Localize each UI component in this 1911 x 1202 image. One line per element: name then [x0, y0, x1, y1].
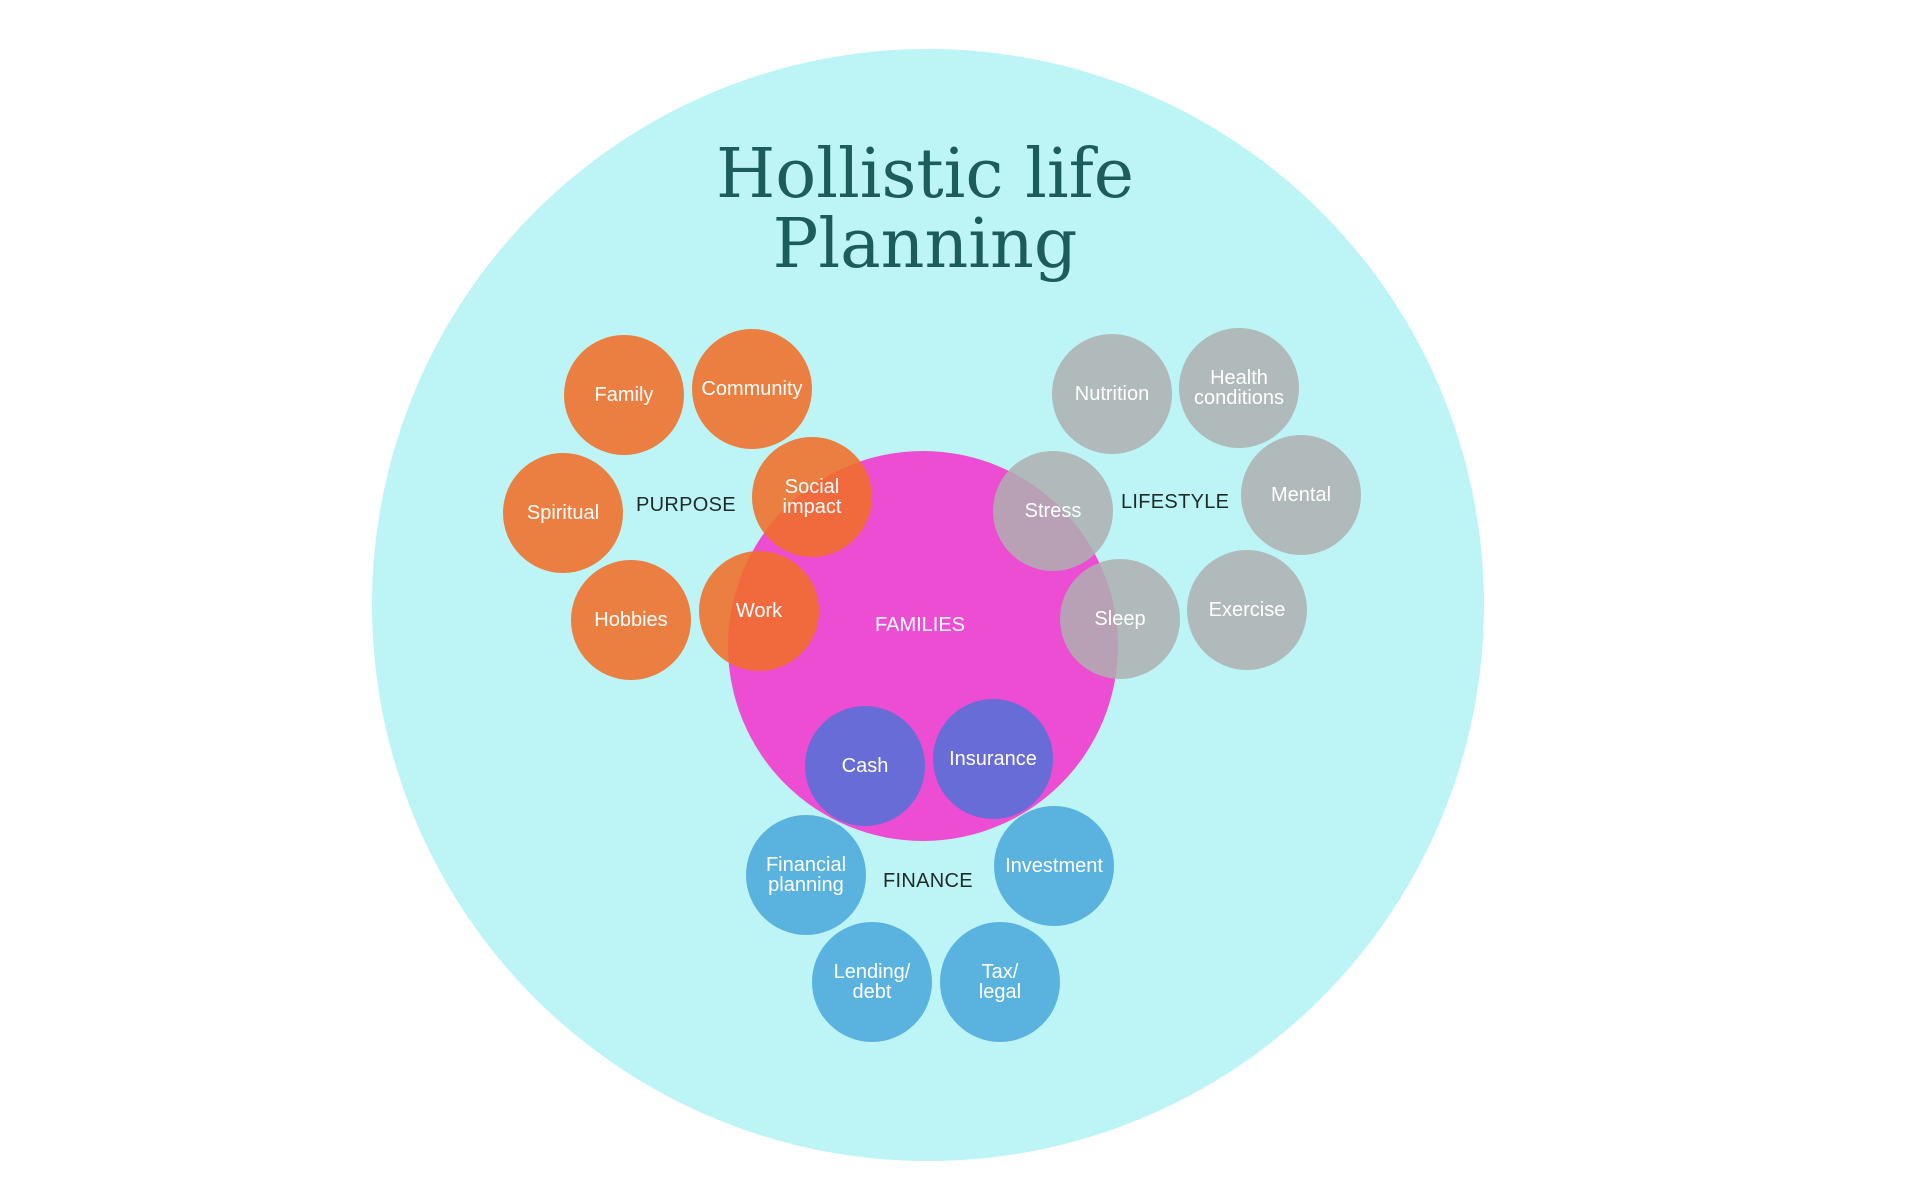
finance-label: FINANCE [883, 870, 973, 892]
bubble-cash: Cash [805, 706, 925, 826]
bubble-health-conditions: Health conditions [1179, 328, 1299, 448]
bubble-spiritual: Spiritual [503, 453, 623, 573]
bubble-tax-legal: Tax/ legal [940, 922, 1060, 1042]
lifestyle-label: LIFESTYLE [1121, 491, 1230, 513]
title-line-2: Planning [772, 205, 1078, 284]
bubble-nutrition: Nutrition [1052, 334, 1172, 454]
bubble-lending-debt: Lending/ debt [812, 922, 932, 1042]
bubble-insurance: Insurance [933, 699, 1053, 819]
families-label: FAMILIES [874, 614, 966, 636]
bubble-sleep: Sleep [1060, 559, 1180, 679]
bubble-stress: Stress [993, 451, 1113, 571]
bubble-mental: Mental [1241, 435, 1361, 555]
bubble-social-impact: Social impact [752, 437, 872, 557]
bubble-financial-planning: Financial planning [746, 815, 866, 935]
bubble-work: Work [699, 551, 819, 671]
diagram-title: Hollistic life Planning [640, 140, 1210, 280]
title-line-1: Hollistic life [715, 135, 1135, 214]
bubble-investment: Investment [994, 806, 1114, 926]
bubble-community: Community [692, 329, 812, 449]
bubble-family: Family [564, 335, 684, 455]
bubble-hobbies: Hobbies [571, 560, 691, 680]
purpose-label: PURPOSE [636, 494, 736, 516]
bubble-exercise: Exercise [1187, 550, 1307, 670]
